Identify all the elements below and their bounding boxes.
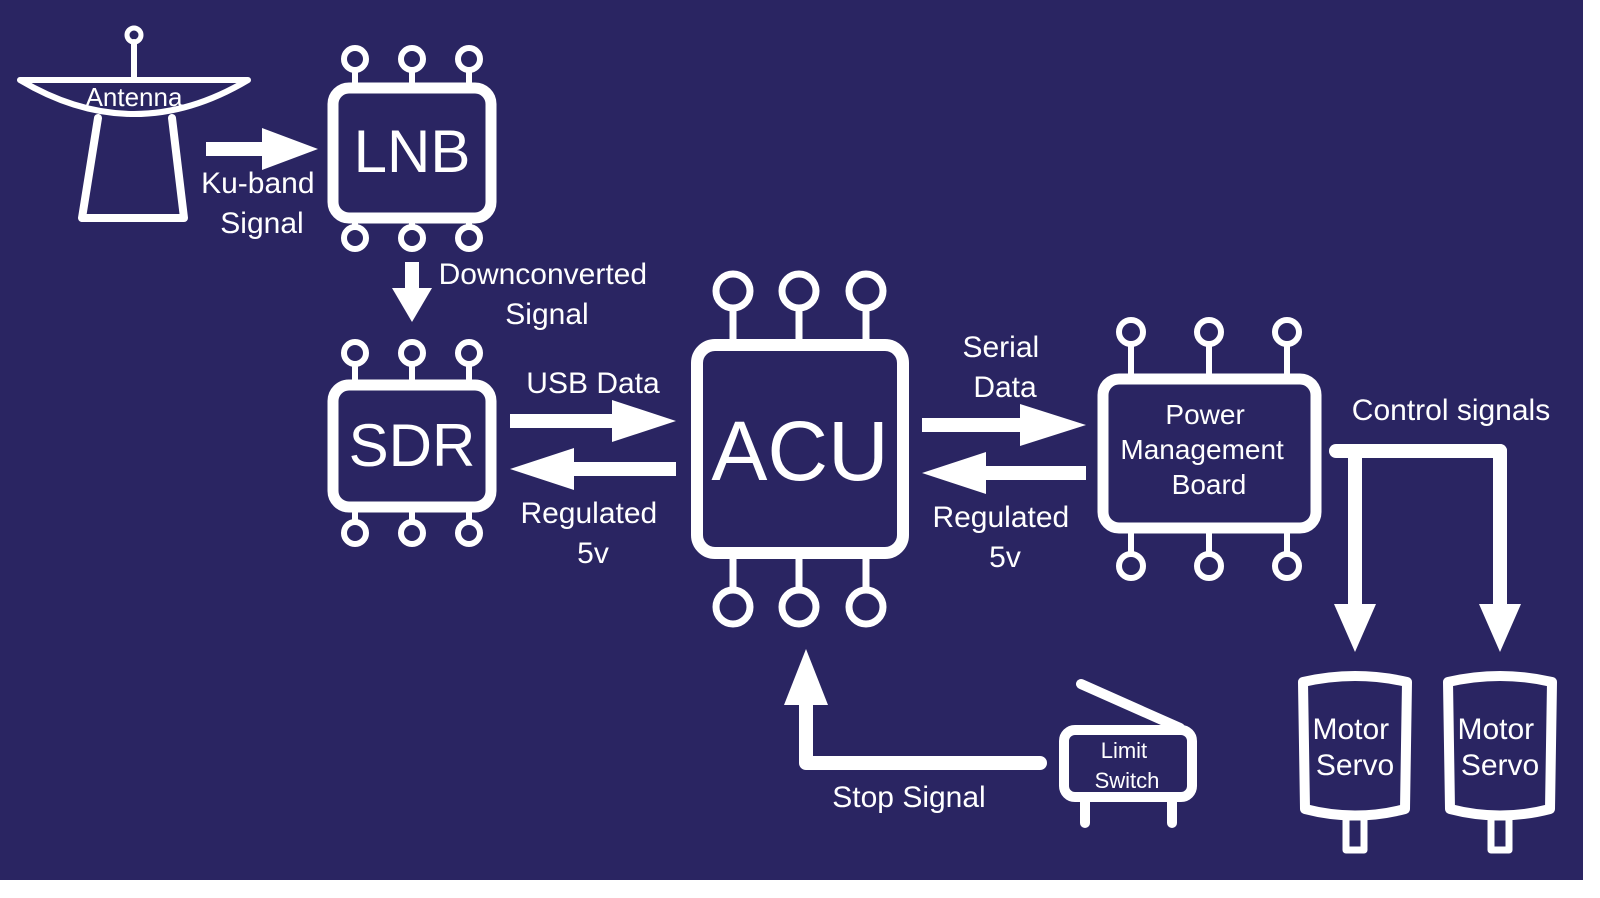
antenna-label: Antenna: [86, 82, 183, 112]
motor-servo-label-1: Motor Servo: [1312, 713, 1397, 782]
control-signals-label: Control signals: [1352, 394, 1550, 427]
serial-data-label: Serial Data: [962, 331, 1047, 404]
limit-switch-icon: Limit Switch: [1059, 679, 1197, 828]
power-board-label: Power Management Board: [1120, 399, 1291, 500]
limit-switch-label: Limit Switch: [1095, 738, 1160, 793]
bottom-margin: [0, 880, 1600, 898]
power-board-chip-icon: Power Management Board: [1097, 317, 1322, 581]
ku-band-label: Ku-band Signal: [201, 167, 323, 240]
lnb-label: LNB: [354, 118, 471, 185]
stop-signal-label: Stop Signal: [832, 781, 985, 814]
lnb-chip-icon: LNB: [327, 45, 497, 252]
sdr-label: SDR: [349, 412, 476, 479]
motor-servo-label-2: Motor Servo: [1457, 713, 1542, 782]
regulated-5v-label-sdr: Regulated 5v: [520, 497, 665, 570]
motor-servo-icon-2: Motor Servo: [1443, 671, 1557, 854]
regulated-5v-label-power: Regulated 5v: [932, 501, 1077, 574]
motor-servo-icon-1: Motor Servo: [1298, 671, 1412, 854]
regulated-5v-arrow-power: [922, 452, 1086, 494]
antenna-icon: Antenna: [17, 25, 251, 222]
stop-signal-arrow: [784, 649, 1047, 770]
usb-data-label: USB Data: [526, 367, 660, 400]
acu-label: ACU: [711, 404, 888, 498]
regulated-5v-arrow-sdr: [510, 448, 676, 490]
control-signals-arrows: [1329, 444, 1521, 652]
downconverted-arrow: [392, 262, 432, 322]
downconverted-label: Downconverted Signal: [439, 258, 656, 331]
sdr-chip-icon: SDR: [327, 339, 497, 547]
right-margin: [1583, 0, 1600, 898]
ku-band-arrow: [206, 128, 318, 170]
serial-data-arrow: [922, 404, 1086, 446]
usb-data-arrow: [510, 400, 676, 442]
acu-chip-icon: ACU: [691, 270, 909, 628]
